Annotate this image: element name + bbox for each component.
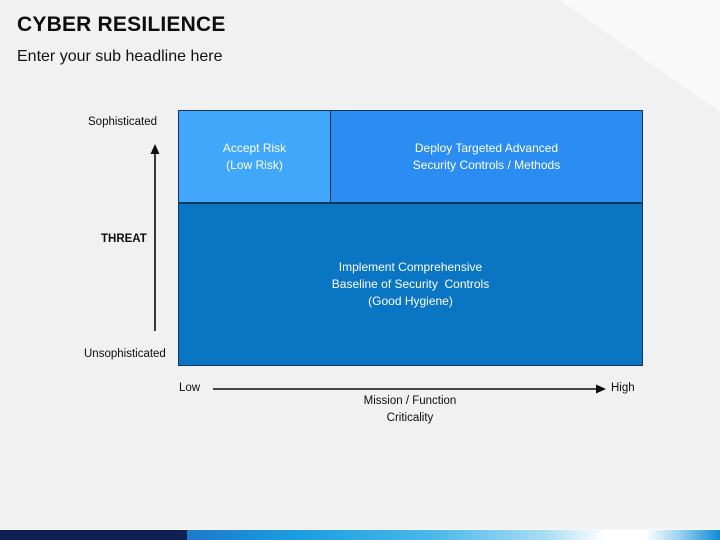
matrix-cell-implement-baseline-label: Implement Comprehensive Baseline of Secu… (331, 260, 490, 308)
matrix-cell-accept-risk: Accept Risk (Low Risk) (178, 110, 331, 203)
matrix-cell-accept-risk-label: Accept Risk (Low Risk) (222, 140, 287, 172)
matrix-cell-deploy-targeted-label: Deploy Targeted Advanced Security Contro… (412, 140, 561, 172)
x-axis-left-tick: Low (179, 382, 201, 394)
matrix-cell-deploy-targeted: Deploy Targeted Advanced Security Contro… (330, 110, 643, 203)
corner-accent-shape (560, 0, 720, 112)
y-axis-top-tick: Sophisticated (88, 116, 158, 128)
matrix-cell-implement-baseline: Implement Comprehensive Baseline of Secu… (178, 203, 643, 366)
y-axis-bottom-tick: Unsophisticated (84, 348, 166, 360)
x-axis-title: Mission / Function Criticality (363, 395, 457, 424)
bottom-gradient-bar (0, 529, 720, 540)
y-axis-arrow (150, 144, 160, 331)
slide-subtitle: Enter your sub headline here (17, 48, 223, 65)
slide-title: CYBER RESILIENCE (17, 13, 226, 36)
y-axis-title: THREAT (101, 233, 147, 245)
x-axis-right-tick: High (611, 382, 635, 394)
